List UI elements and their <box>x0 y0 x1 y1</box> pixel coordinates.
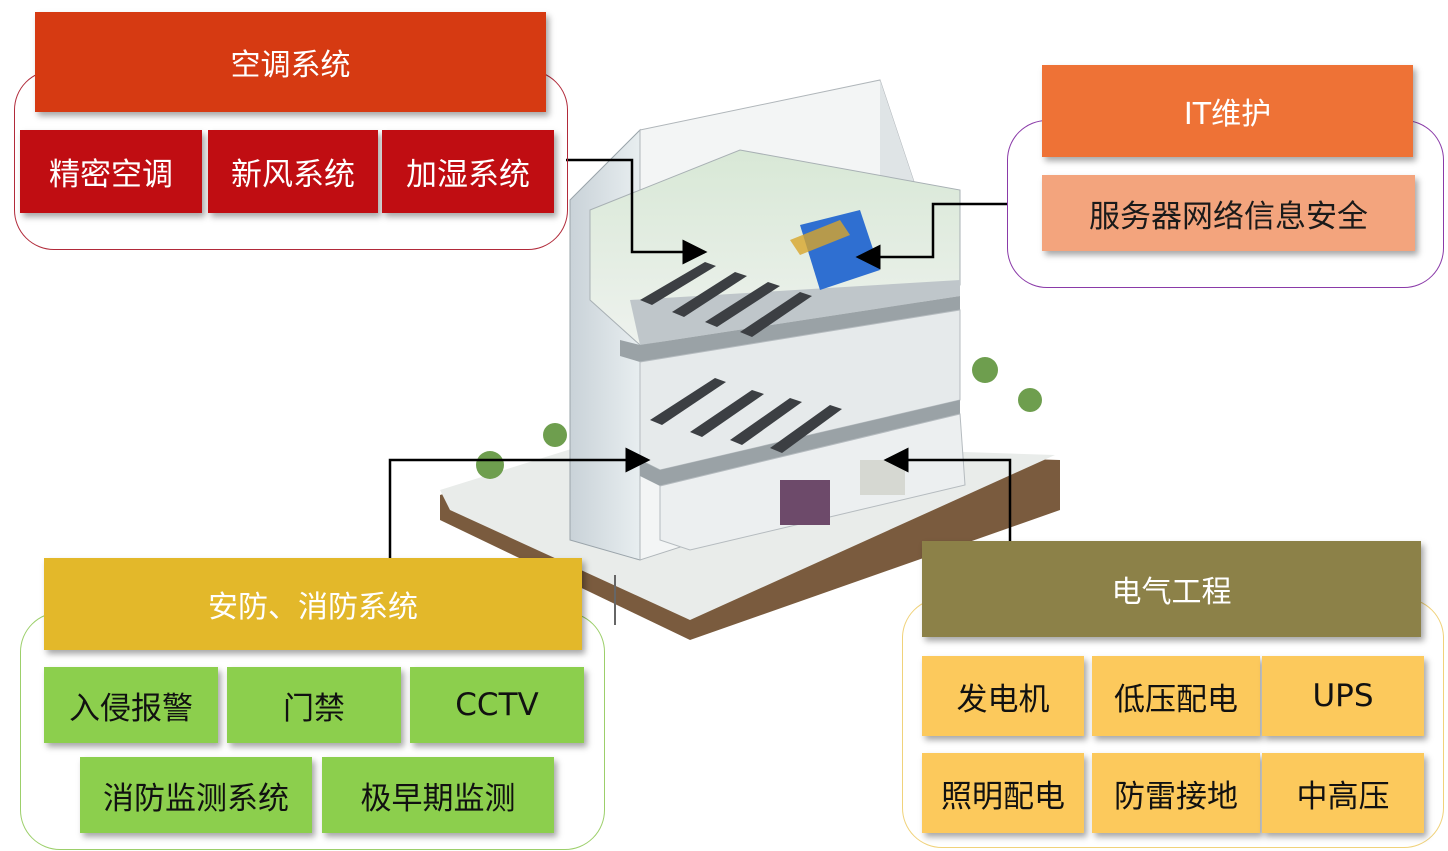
security-item-cctv: CCTV <box>410 667 584 743</box>
electrical-item-lv-distribution: 低压配电 <box>1092 656 1260 736</box>
electrical-item-lightning-grounding: 防雷接地 <box>1092 753 1260 833</box>
it-item-security: 服务器网络信息安全 <box>1042 175 1415 251</box>
security-item-intrusion: 入侵报警 <box>44 667 218 743</box>
electrical-item-ups: UPS <box>1262 656 1424 736</box>
ac-item-humidification: 加湿系统 <box>382 130 554 213</box>
ac-item-fresh-air: 新风系统 <box>208 130 378 213</box>
security-header: 安防、消防系统 <box>44 558 582 650</box>
electrical-item-mv-hv: 中高压 <box>1262 753 1424 833</box>
security-item-fire-monitoring: 消防监测系统 <box>80 757 312 833</box>
electrical-item-generator: 发电机 <box>922 656 1084 736</box>
security-item-early-detection: 极早期监测 <box>322 757 554 833</box>
security-item-access-control: 门禁 <box>227 667 401 743</box>
ac-item-precision: 精密空调 <box>20 130 202 213</box>
electrical-item-lighting: 照明配电 <box>922 753 1084 833</box>
electrical-header: 电气工程 <box>922 541 1421 637</box>
it-header: IT维护 <box>1042 65 1413 157</box>
ac-header: 空调系统 <box>35 12 546 112</box>
